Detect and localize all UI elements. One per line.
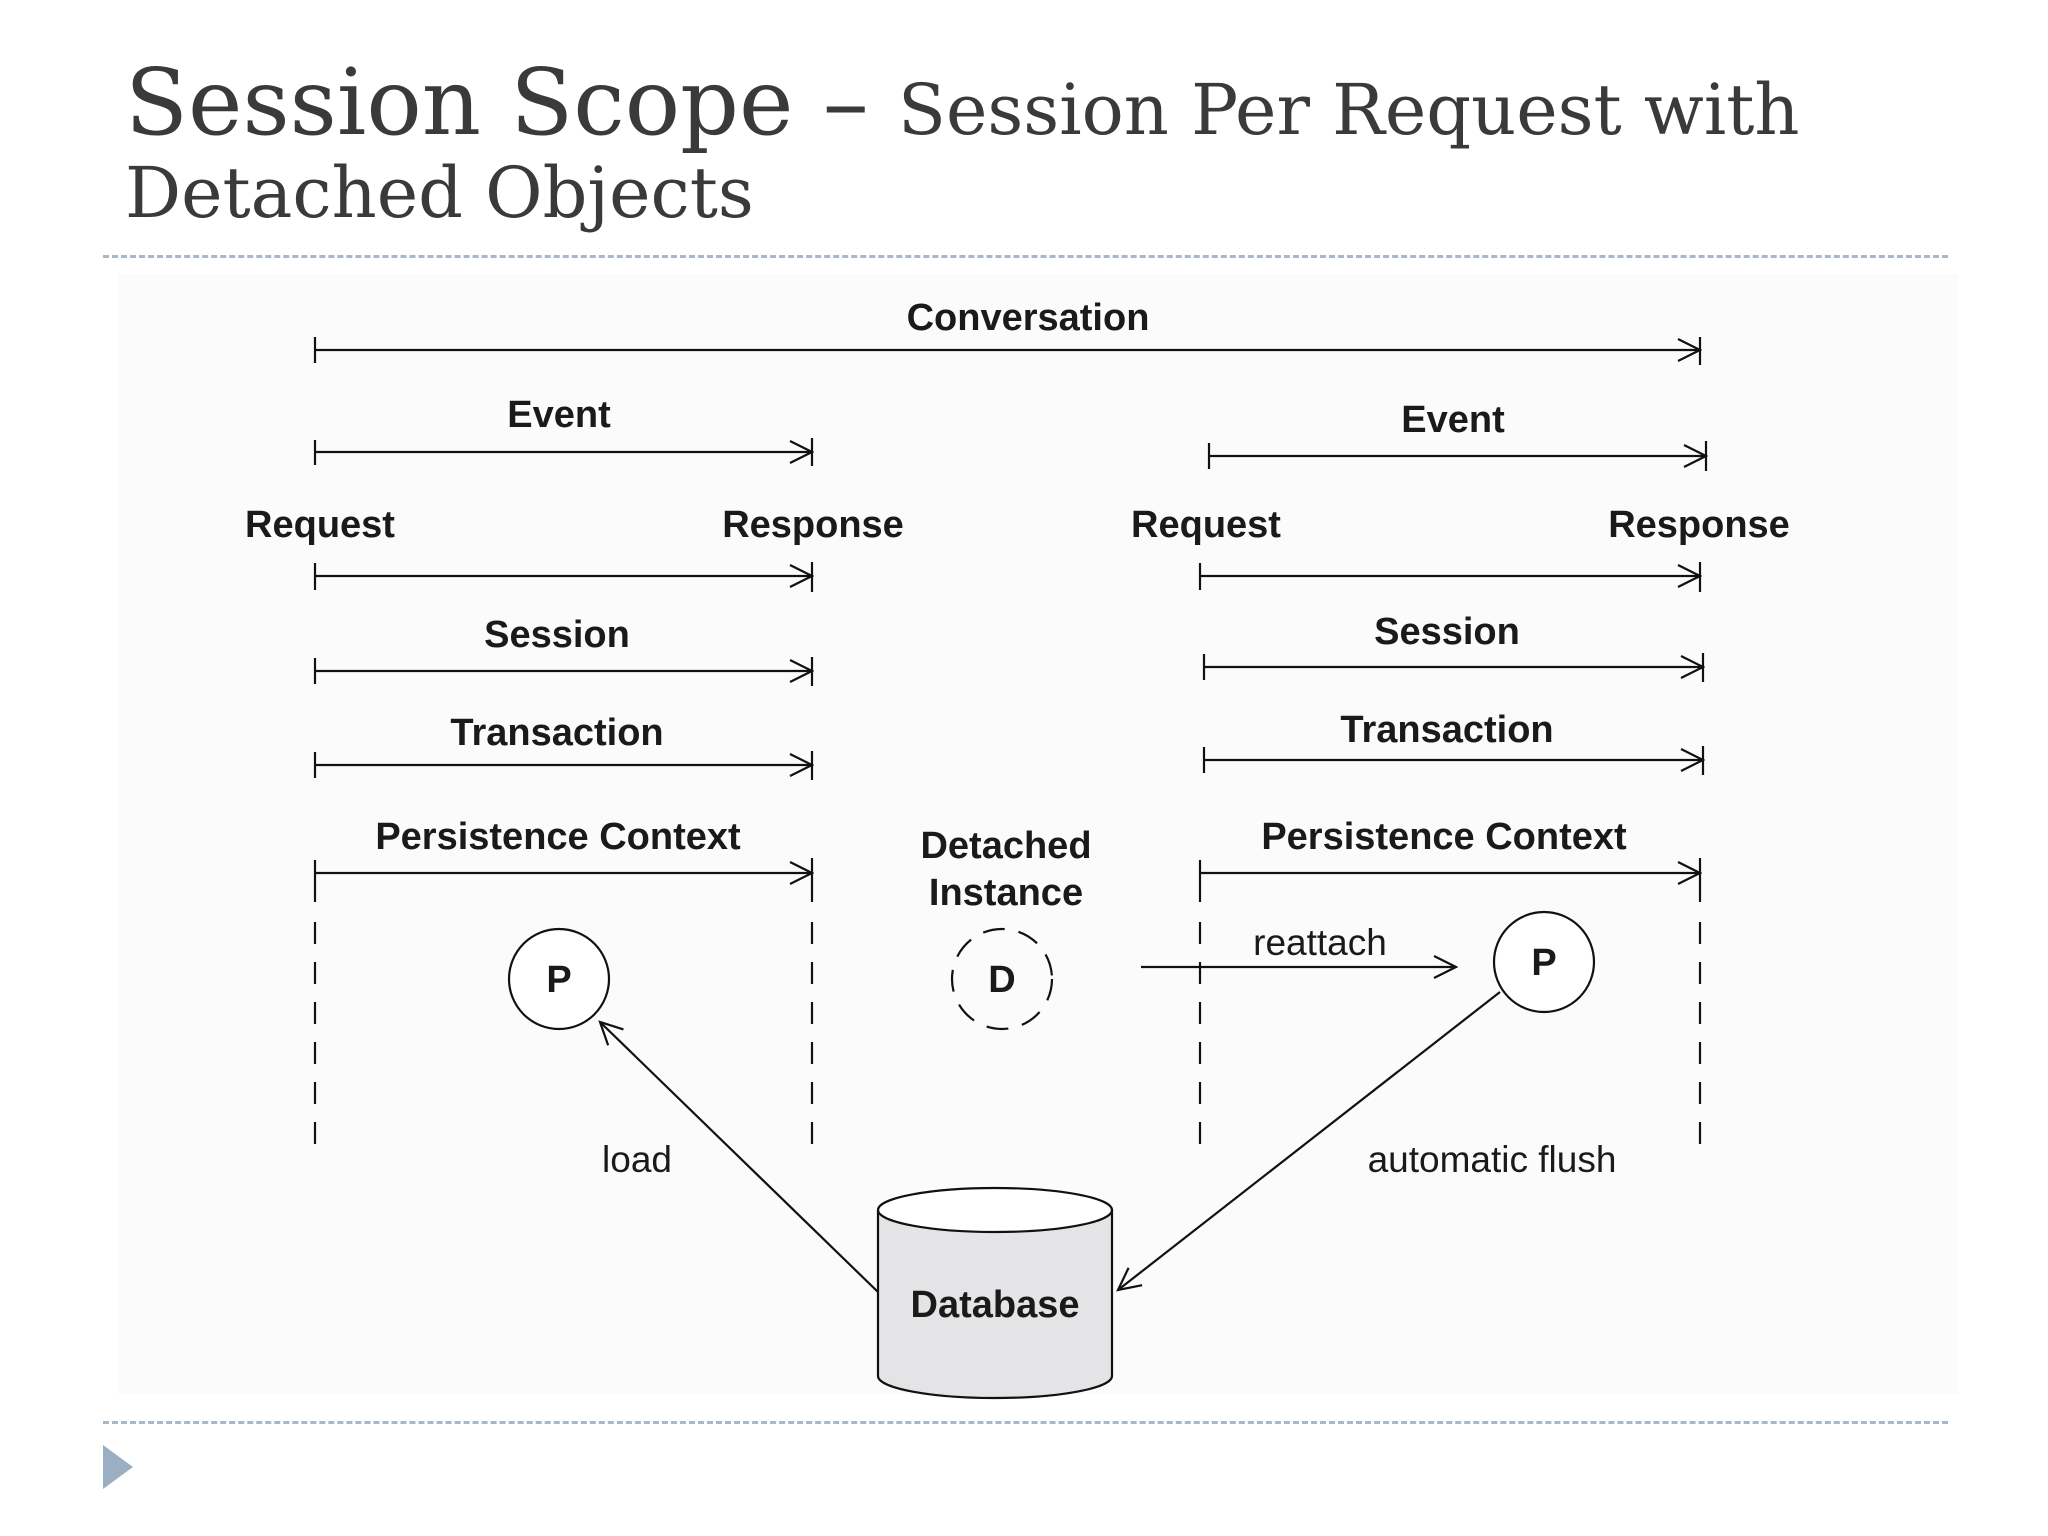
right-request-label: Request — [1131, 504, 1281, 546]
conversation-timeline: Conversation — [313, 297, 1700, 365]
right-persistent-object-circle — [1492, 910, 1596, 1014]
reattach-label: reattach — [1253, 922, 1387, 963]
load-arrow — [600, 1022, 879, 1293]
left-response-label: Response — [722, 504, 904, 546]
right-session-label: Session — [1374, 611, 1520, 653]
title-sub: Session Per Request with — [897, 69, 1800, 151]
slide-title: Session Scope – Session Per Request with… — [125, 52, 1925, 232]
automatic-flush-arrow — [1118, 991, 1501, 1290]
bottom-divider — [103, 1421, 1948, 1424]
right-event-label: Event — [1401, 399, 1505, 441]
left-persistent-object-circle — [507, 927, 611, 1031]
conversation-label: Conversation — [907, 297, 1150, 339]
left-request-label: Request — [245, 504, 395, 546]
database-label: Database — [911, 1284, 1080, 1326]
left-transaction-label: Transaction — [450, 712, 663, 754]
right-transaction-label: Transaction — [1340, 709, 1553, 751]
title-main: Session Scope – — [125, 49, 898, 156]
left-request-cycle: Event Request Response Session Transacti… — [245, 394, 904, 1293]
right-persistent-object-label: P — [1531, 942, 1556, 984]
left-persistent-object-label: P — [546, 959, 571, 1001]
detached-instance-group: Detached Instance D reattach — [920, 825, 1456, 1031]
detached-object-label: D — [988, 959, 1015, 1001]
detached-object-circle — [950, 927, 1054, 1031]
detached-label-line2: Instance — [929, 872, 1083, 914]
bullet-triangle-icon — [103, 1445, 133, 1489]
title-line2: Detached Objects — [125, 152, 754, 235]
load-label: load — [602, 1139, 672, 1180]
right-response-label: Response — [1608, 504, 1790, 546]
top-divider — [103, 255, 1948, 258]
left-session-label: Session — [484, 614, 630, 656]
database-top — [876, 1186, 1114, 1234]
right-persistence-context-label: Persistence Context — [1261, 816, 1627, 858]
automatic-flush-label: automatic flush — [1368, 1139, 1617, 1180]
database-cylinder: Database — [876, 1186, 1114, 1400]
detached-label-line1: Detached — [920, 825, 1091, 867]
right-request-cycle: Event Request Response Session Transacti… — [1118, 399, 1790, 1290]
database-body — [876, 1210, 1114, 1400]
left-event-label: Event — [507, 394, 611, 436]
left-persistence-context-label: Persistence Context — [375, 816, 741, 858]
